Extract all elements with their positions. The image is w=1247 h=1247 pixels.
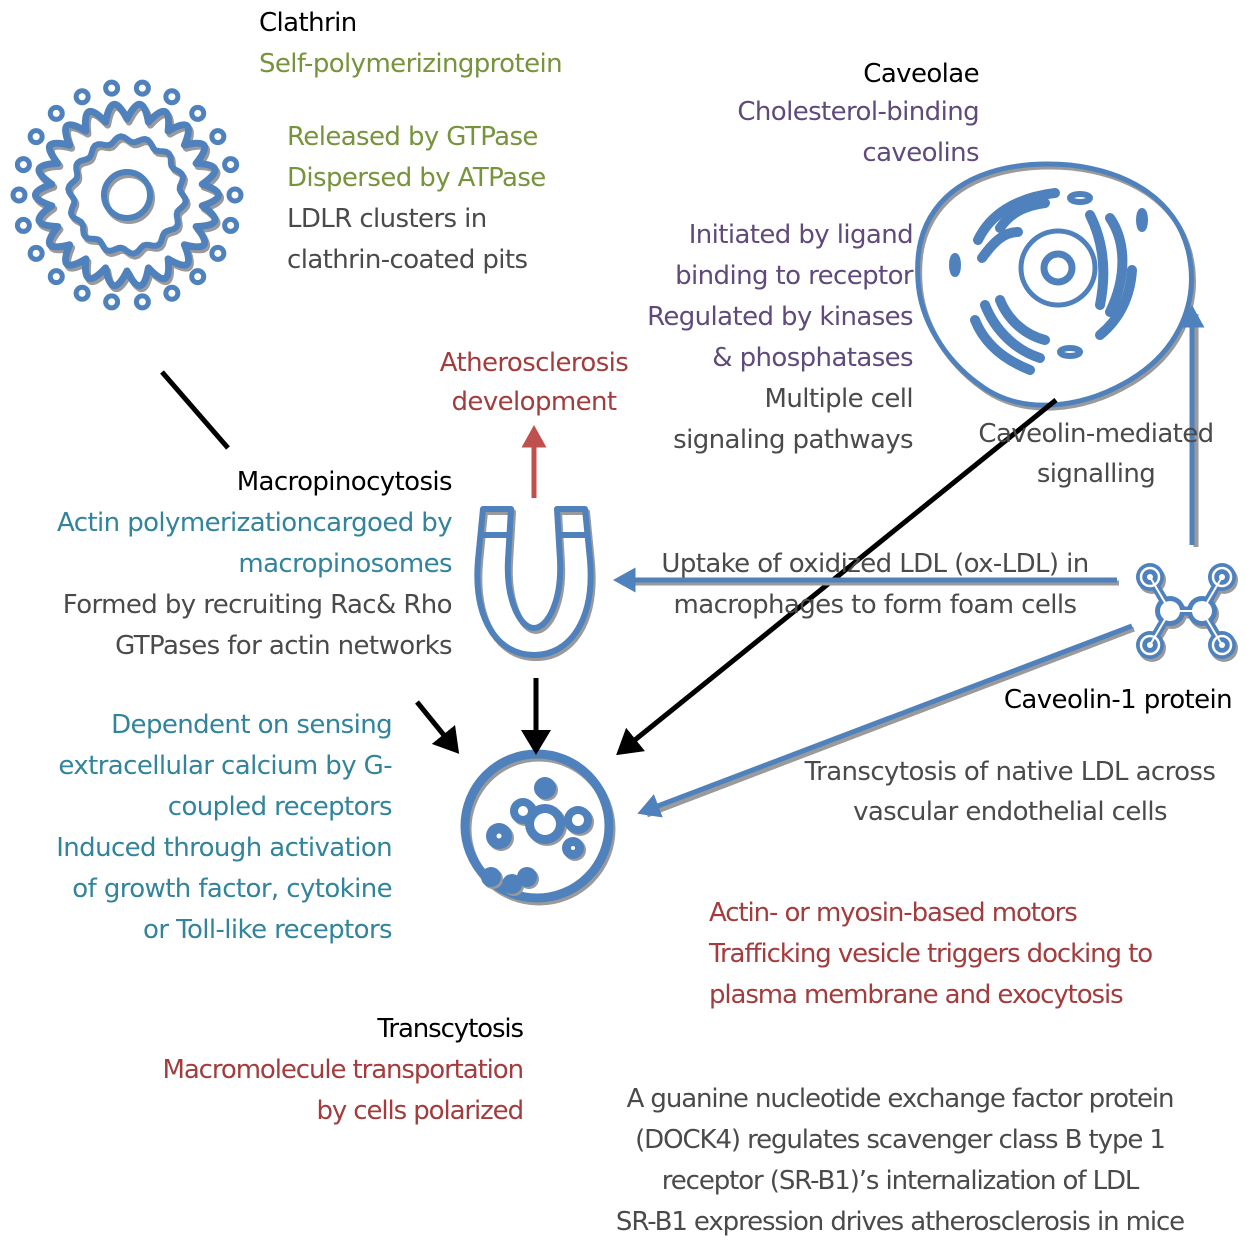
virus-icon	[10, 79, 244, 311]
calcium-line: of growth factor, cytokine	[72, 874, 392, 904]
atherosclerosis-label: Atherosclerosis	[439, 348, 629, 378]
virus-spike-knob	[10, 186, 28, 204]
clathrin-line: Released by GTPase	[287, 122, 538, 152]
motors-line: plasma membrane and exocytosis	[709, 980, 1124, 1010]
molecule-bond-highlight	[1149, 576, 1171, 612]
macropinocytosis-line: Actin polymerizationcargoed by	[57, 508, 453, 538]
calcium-line: extracellular calcium by G-	[58, 751, 392, 781]
molecule-bond-highlight	[1201, 576, 1223, 612]
caveolae-subtitle: caveolins	[862, 138, 979, 168]
virus-spike-knob	[27, 128, 45, 146]
caveolae-title: Caveolae	[863, 59, 979, 89]
virus-spike-knob	[163, 284, 181, 302]
clathrin-line: clathrin-coated pits	[287, 245, 528, 275]
vesicle-icon	[460, 749, 616, 906]
calcium-arrow	[415, 700, 460, 754]
transcytosis-native-label: Transcytosis of native LDL across	[804, 757, 1216, 787]
caveolae-line: Initiated by ligand	[688, 220, 914, 250]
clathrin-subtitle: Self-polymerizingprotein	[259, 49, 563, 79]
virus-core	[101, 169, 153, 221]
magnet-icon	[474, 506, 596, 661]
virus-spike-knob	[189, 104, 207, 122]
cell-icon	[915, 161, 1196, 411]
clathrin-title: Clathrin	[259, 8, 357, 38]
molecule-atom-ring	[1139, 566, 1161, 588]
transcytosis-line: Macromolecule transportation	[162, 1055, 525, 1085]
transcytosis-native-arrow-shadow	[646, 626, 1135, 818]
molecule-bond-highlight	[1149, 610, 1171, 646]
virus-spike-knob	[209, 128, 227, 146]
motors-line: Actin- or myosin-based motors	[709, 898, 1078, 928]
atherosclerosis-label: development	[451, 387, 618, 417]
virus-membrane	[65, 133, 189, 257]
caveolae-line: Multiple cell	[764, 384, 914, 414]
macropinocytosis-line: GTPases for actin networks	[115, 631, 452, 661]
virus-spike-knob	[14, 156, 32, 174]
calcium-line: or Toll-like receptors	[143, 915, 393, 945]
clathrin-line: LDLR clusters in	[287, 204, 487, 234]
dock4-line: (DOCK4) regulates scavenger class B type…	[635, 1125, 1166, 1155]
macropinocytosis-line: macropinosomes	[238, 549, 452, 579]
uptake-label: macrophages to form foam cells	[673, 590, 1078, 620]
caveolae-to-vesicle-arrow	[616, 398, 1058, 756]
uptake-label: Uptake of oxidized LDL (ox-LDL) in	[661, 549, 1089, 579]
caveolae-subtitle: Cholesterol-binding	[737, 97, 979, 127]
caveolae-line: & phosphatases	[712, 343, 913, 373]
transcytosis-native-label: vascular endothelial cells	[853, 797, 1167, 827]
clathrin-line: Dispersed by ATPase	[287, 163, 546, 193]
caveolin-signalling-label: Caveolin-mediated	[978, 419, 1214, 449]
caveolin1-title: Caveolin-1 protein	[1003, 685, 1233, 715]
virus-spike-knob	[163, 88, 181, 106]
virus-spike-knob	[103, 293, 121, 311]
virus-spike-knob	[133, 293, 151, 311]
virus-spike-knob	[226, 186, 244, 204]
virus-spike-knob	[222, 156, 240, 174]
virus-membrane	[31, 100, 223, 290]
molecule-atom-ring	[1211, 634, 1233, 656]
transcytosis-native-arrow	[637, 623, 1133, 818]
molecule-bond-highlight	[1201, 610, 1223, 646]
virus-spike-knob	[47, 104, 65, 122]
molecule-atom-ring	[1211, 566, 1233, 588]
dock4-line: receptor (SR-B1)’s internalization of LD…	[661, 1166, 1140, 1196]
dock4-line: A guanine nucleotide exchange factor pro…	[626, 1084, 1175, 1114]
macropinocytosis-line: Formed by recruiting Rac& Rho	[62, 590, 453, 620]
calcium-line: Induced through activation	[56, 833, 392, 863]
molecule-atom-ring	[1139, 634, 1161, 656]
caveolae-line: Regulated by kinases	[647, 302, 914, 332]
virus-spike-knob	[73, 88, 91, 106]
virus-spike-knob	[133, 79, 151, 97]
virus-spike-knob	[103, 79, 121, 97]
virus-spike-knob	[189, 268, 207, 286]
virus-spike-knob	[73, 284, 91, 302]
virus-spike-knob	[209, 244, 227, 262]
calcium-line: coupled receptors	[167, 792, 393, 822]
transcytosis-line: by cells polarized	[316, 1096, 524, 1126]
dock4-line: SR-B1 expression drives atherosclerosis …	[615, 1207, 1185, 1237]
caveolae-line: binding to receptor	[675, 261, 913, 291]
virus-spike-knob	[14, 216, 32, 234]
clathrin-connector-line	[160, 370, 230, 450]
virus-spike-knob	[47, 268, 65, 286]
virus-spike-knob	[27, 244, 45, 262]
molecule-icon	[1136, 563, 1238, 662]
virus-spike-knob	[222, 216, 240, 234]
macropinocytosis-title: Macropinocytosis	[236, 467, 453, 497]
calcium-line: Dependent on sensing	[111, 710, 392, 740]
motors-line: Trafficking vesicle triggers docking to	[709, 939, 1153, 969]
caveolin-signalling-label: signalling	[1036, 459, 1156, 489]
transcytosis-title: Transcytosis	[377, 1014, 524, 1044]
caveolae-line: signaling pathways	[673, 425, 913, 455]
